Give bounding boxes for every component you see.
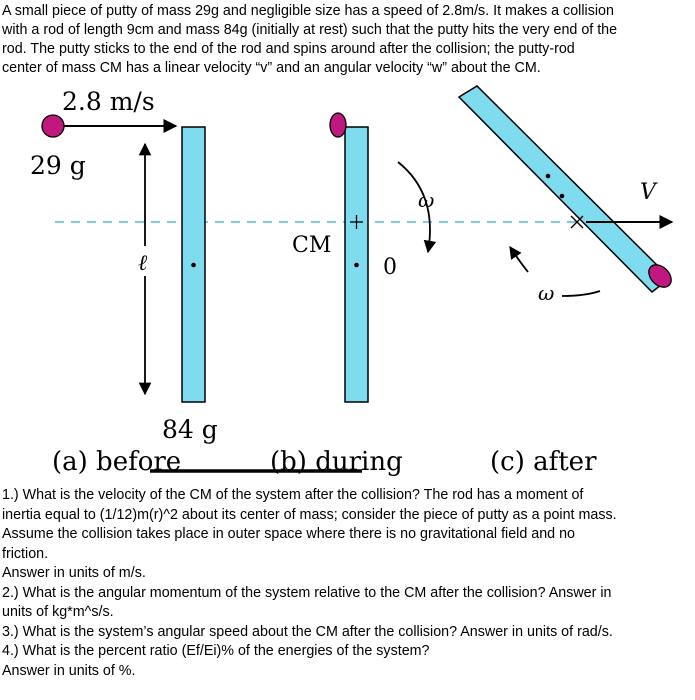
length-label: ℓ [138,251,148,276]
question-line: inertia equal to (1/12)m(r)^2 about its … [2,506,617,523]
panel-after: V ω [457,85,674,305]
v-label: V [640,180,658,205]
panel-before: 2.8 m/s 29 g ℓ 84 g [30,87,218,444]
rod [457,85,672,294]
intro-line: center of mass CM has a linear velocity … [2,60,541,76]
question-line: 2.) What is the angular momentum of the … [2,584,612,601]
question-line: 1.) What is the velocity of the CM of th… [2,487,584,503]
question-line: 4.) What is the percent ratio (Ef/Ei)% o… [2,643,430,659]
putty [41,114,65,138]
panel-during: CM 0 ω [292,112,437,403]
rod-center-dot [191,262,196,268]
intro-line: rod. The putty sticks to the end of the … [2,41,575,57]
rod-mass-label: 84 g [162,415,218,444]
cm-label: CM [292,233,331,258]
intro-line: A small piece of putty of mass 29g and n… [2,3,614,19]
answer-units: Answer in units of m/s. [2,565,146,581]
problem-intro: A small piece of putty of mass 29g and n… [2,2,692,78]
intro-line: with a rod of length 9cm and mass 84g (i… [2,22,618,38]
putty-mass-label: 29 g [30,151,86,180]
omega-tail [561,290,601,297]
question-line: units of kg*m^s/s. [2,604,114,620]
question-line: Assume the collision takes place in oute… [2,526,575,542]
rotation-arrow [397,161,437,254]
putty [329,112,347,138]
cm-mark [570,215,584,229]
caption-after: (c) after [490,447,597,477]
collision-figure: 2.8 m/s 29 g ℓ 84 g CM 0 ω V ω (a) [30,85,674,477]
question-line: friction. [2,545,49,562]
answer-units: Answer in units of %. [2,662,136,679]
speed-label: 2.8 m/s [62,87,155,116]
questions: 1.) What is the velocity of the CM of th… [2,486,692,681]
rod-dot [559,193,565,199]
omega-label: ω [418,188,434,212]
question-line: 3.) What is the system’s angular speed a… [2,623,613,640]
rotation-arrow [509,245,529,273]
omega-label: ω [538,281,554,305]
length-label-bg [136,246,154,276]
rod-center-dot [545,173,551,179]
putty [648,264,672,288]
zero-label: 0 [383,255,397,280]
rod-center-dot [354,262,359,268]
